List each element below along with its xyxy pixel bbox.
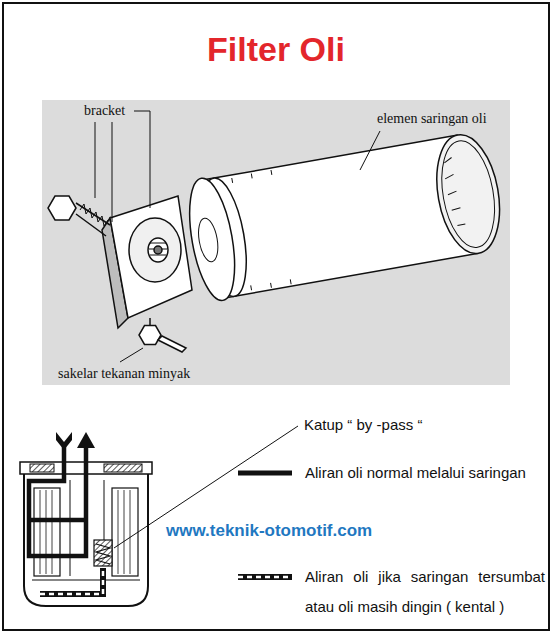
legend-text: Aliran oli normal melalui saringan: [305, 458, 545, 488]
switch-terminal: [158, 336, 186, 352]
bracket-boss: [129, 218, 181, 282]
cartridge-port: [196, 217, 221, 263]
legend-text: Aliran oli jika saringan tersumbat atau …: [305, 562, 545, 622]
leader-line: [112, 122, 113, 222]
normal-flow: [29, 446, 86, 556]
legend-line-dash: [238, 576, 292, 579]
bracket-body: [110, 196, 192, 318]
bypass-flow-dash: [40, 568, 103, 594]
filter-element: [112, 488, 138, 576]
diagram-title: Filter Oli: [0, 30, 552, 69]
leader-line: [95, 122, 96, 198]
pressure-switch: [139, 326, 161, 345]
inlet-arrowhead: [56, 432, 72, 450]
part-label: Katup “ by -pass “: [304, 416, 422, 433]
part-label: elemen saringan oli: [374, 111, 490, 127]
filter-bracket: [48, 196, 192, 352]
filter-seal: [30, 464, 54, 472]
scan-ground: [42, 100, 510, 385]
bolt-shaft: [76, 203, 110, 236]
cartridge-body: [207, 135, 479, 297]
threaded-nipple: [148, 238, 168, 262]
nipple-bore: [154, 246, 162, 254]
watermark: www.teknik-otomotif.com: [166, 521, 372, 541]
filter-cutaway: [20, 432, 152, 606]
part-label: sakelar tekanan minyak: [58, 366, 190, 382]
legend-line-sample: [238, 473, 292, 474]
bypass-valve: [94, 540, 112, 566]
element-plate: [32, 579, 140, 580]
nipple-thread: [149, 243, 167, 255]
cartridge-ribs: [232, 170, 292, 291]
legend-line: [238, 574, 292, 580]
part-label: bracket: [84, 103, 125, 119]
leader-line: [120, 348, 143, 362]
leader-line: [134, 111, 150, 208]
bolt-head: [48, 196, 76, 220]
cartridge-edge: [227, 253, 478, 297]
valve-spring: [96, 544, 110, 564]
cartridge-mouth: [428, 130, 508, 259]
legend-line: [238, 471, 292, 476]
leader-line: [360, 131, 380, 170]
cartridge-edge: [207, 135, 458, 179]
legend-line-sample: [238, 577, 292, 578]
cartridge-pleats: [442, 157, 466, 226]
page-frame: [3, 3, 549, 630]
filter-element: [34, 488, 60, 576]
filter-cartridge: [182, 128, 509, 304]
leader-lines: [95, 111, 380, 362]
outlet-arrowhead: [77, 432, 95, 448]
cartridge-rim: [434, 137, 502, 252]
filter-seal: [104, 464, 142, 472]
switch-stem: [149, 318, 151, 325]
bolt-spring: [80, 204, 108, 226]
bypass-flow: [40, 568, 103, 594]
